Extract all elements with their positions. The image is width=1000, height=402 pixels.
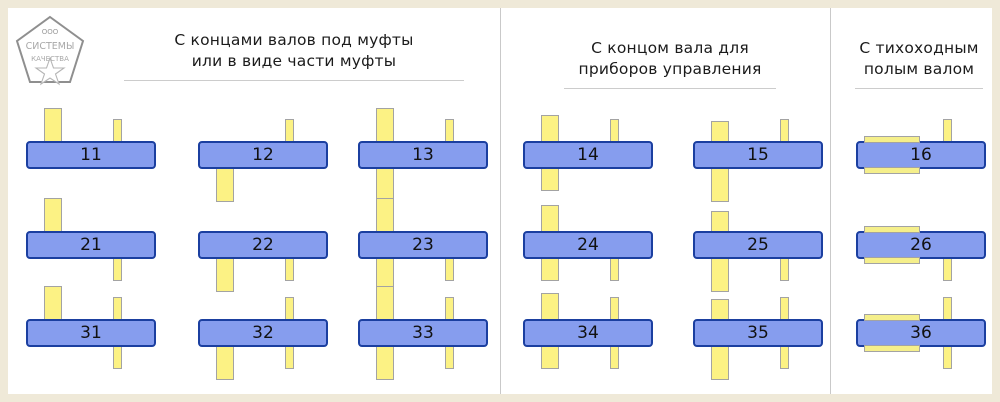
shaft-left-up-13: [376, 108, 394, 145]
gearbox-body-25[interactable]: 25: [693, 231, 823, 259]
config-cell-25[interactable]: 25: [683, 198, 833, 292]
shaft-left-up-33: [376, 286, 394, 323]
gearbox-body-21[interactable]: 21: [26, 231, 156, 259]
gearbox-body-13[interactable]: 13: [358, 141, 488, 169]
config-code-23: 23: [412, 234, 434, 255]
config-cell-24[interactable]: 24: [513, 198, 663, 284]
config-cell-26[interactable]: 26: [846, 198, 996, 284]
config-code-34: 34: [577, 322, 599, 343]
group-header-3: С тихоходным полым валом: [844, 38, 994, 89]
shaft-left-down-12: [216, 165, 234, 202]
group-header-2-line1: С концом вала для: [591, 39, 749, 57]
config-code-33: 33: [412, 322, 434, 343]
config-code-26: 26: [910, 234, 932, 255]
ooo-systemy-kachestva-logo: ООО СИСТЕМЫ КАЧЕСТВА: [14, 14, 86, 92]
group-header-1: С концами валов под муфты или в виде час…: [94, 30, 494, 81]
shaft-left-up-31: [44, 286, 62, 323]
config-cell-23[interactable]: 23: [348, 198, 498, 292]
logo-line-mid: СИСТЕМЫ: [26, 41, 75, 52]
config-code-11: 11: [80, 144, 102, 165]
config-cell-15[interactable]: 15: [683, 108, 833, 202]
config-cell-11[interactable]: 11: [16, 108, 166, 194]
diagram-canvas: ООО СИСТЕМЫ КАЧЕСТВА С концами валов под…: [8, 8, 992, 394]
config-cell-36[interactable]: 36: [846, 286, 996, 372]
config-code-36: 36: [910, 322, 932, 343]
shaft-left-down-35: [711, 343, 729, 380]
group-header-1-rule: [124, 80, 464, 81]
shaft-left-down-22: [216, 255, 234, 292]
hollow-shaft-plate-bottom: [864, 257, 920, 264]
shaft-left-down-25: [711, 255, 729, 292]
config-code-35: 35: [747, 322, 769, 343]
hollow-shaft-plate-bottom: [864, 345, 920, 352]
group-header-1-line2: или в виде части муфты: [191, 52, 397, 70]
config-code-15: 15: [747, 144, 769, 165]
gearbox-body-16[interactable]: 16: [856, 141, 986, 169]
group-header-2: С концом вала для приборов управления: [516, 38, 824, 89]
config-code-25: 25: [747, 234, 769, 255]
gearbox-body-15[interactable]: 15: [693, 141, 823, 169]
config-cell-31[interactable]: 31: [16, 286, 166, 372]
config-code-32: 32: [252, 322, 274, 343]
gearbox-body-34[interactable]: 34: [523, 319, 653, 347]
gearbox-body-12[interactable]: 12: [198, 141, 328, 169]
config-cell-13[interactable]: 13: [348, 108, 498, 202]
logo-line-top: ООО: [42, 28, 59, 36]
group-divider-1: [500, 8, 501, 394]
config-code-22: 22: [252, 234, 274, 255]
config-cell-16[interactable]: 16: [846, 108, 996, 194]
shaft-left-down-13: [376, 165, 394, 202]
shaft-left-up-21: [44, 198, 62, 235]
shaft-left-down-32: [216, 343, 234, 380]
group-header-3-line2: полым валом: [863, 60, 975, 78]
hollow-shaft-plate-top: [864, 314, 920, 321]
group-header-2-line2: приборов управления: [578, 60, 762, 78]
gearbox-body-24[interactable]: 24: [523, 231, 653, 259]
gearbox-body-31[interactable]: 31: [26, 319, 156, 347]
gearbox-body-22[interactable]: 22: [198, 231, 328, 259]
config-code-21: 21: [80, 234, 102, 255]
group-header-1-line1: С концами валов под муфты: [174, 31, 414, 49]
config-code-14: 14: [577, 144, 599, 165]
config-cell-32[interactable]: 32: [188, 286, 338, 380]
config-cell-21[interactable]: 21: [16, 198, 166, 284]
logo-line-bottom: КАЧЕСТВА: [31, 55, 69, 63]
config-cell-22[interactable]: 22: [188, 198, 338, 292]
group-header-2-rule: [564, 88, 776, 89]
gearbox-body-33[interactable]: 33: [358, 319, 488, 347]
config-code-13: 13: [412, 144, 434, 165]
gearbox-body-36[interactable]: 36: [856, 319, 986, 347]
hollow-shaft-plate-bottom: [864, 167, 920, 174]
hollow-shaft-plate-top: [864, 226, 920, 233]
config-cell-12[interactable]: 12: [188, 108, 338, 202]
shaft-left-down-15: [711, 165, 729, 202]
config-code-16: 16: [910, 144, 932, 165]
shaft-left-up-23: [376, 198, 394, 235]
group-divider-2: [830, 8, 831, 394]
shaft-left-down-33: [376, 343, 394, 380]
config-cell-33[interactable]: 33: [348, 286, 498, 380]
config-code-31: 31: [80, 322, 102, 343]
gearbox-body-11[interactable]: 11: [26, 141, 156, 169]
gearbox-body-32[interactable]: 32: [198, 319, 328, 347]
gearbox-body-35[interactable]: 35: [693, 319, 823, 347]
hollow-shaft-plate-top: [864, 136, 920, 143]
group-header-3-rule: [855, 88, 983, 89]
gearbox-body-14[interactable]: 14: [523, 141, 653, 169]
config-code-12: 12: [252, 144, 274, 165]
group-header-3-line1: С тихоходным: [859, 39, 979, 57]
config-cell-35[interactable]: 35: [683, 286, 833, 380]
gearbox-body-23[interactable]: 23: [358, 231, 488, 259]
config-cell-34[interactable]: 34: [513, 286, 663, 372]
shaft-left-up-11: [44, 108, 62, 145]
config-code-24: 24: [577, 234, 599, 255]
config-cell-14[interactable]: 14: [513, 108, 663, 194]
gearbox-body-26[interactable]: 26: [856, 231, 986, 259]
